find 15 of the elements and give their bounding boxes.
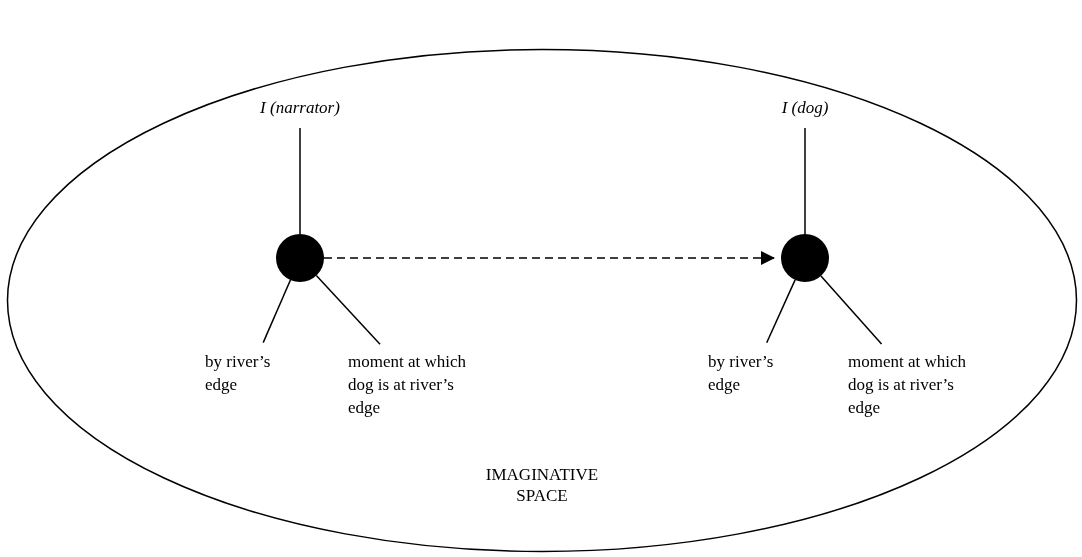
connector-line [262, 279, 292, 344]
connector-line [804, 127, 806, 235]
region-label: IMAGINATIVE SPACE [484, 464, 600, 506]
connector-line [765, 279, 796, 344]
connector-line [299, 127, 301, 235]
node-label: I (dog) [765, 96, 845, 120]
node-label: by river’s edge [205, 350, 295, 396]
node-label: by river’s edge [708, 350, 798, 396]
node-label: moment at which dog is at river’s edge [348, 350, 488, 420]
node-label: I (narrator) [245, 96, 355, 120]
arrow [323, 251, 776, 265]
connector-line [820, 275, 883, 345]
connector-line [315, 274, 381, 345]
ellipse-region [6, 48, 1078, 553]
node-label: moment at which dog is at river’s edge [848, 350, 988, 420]
